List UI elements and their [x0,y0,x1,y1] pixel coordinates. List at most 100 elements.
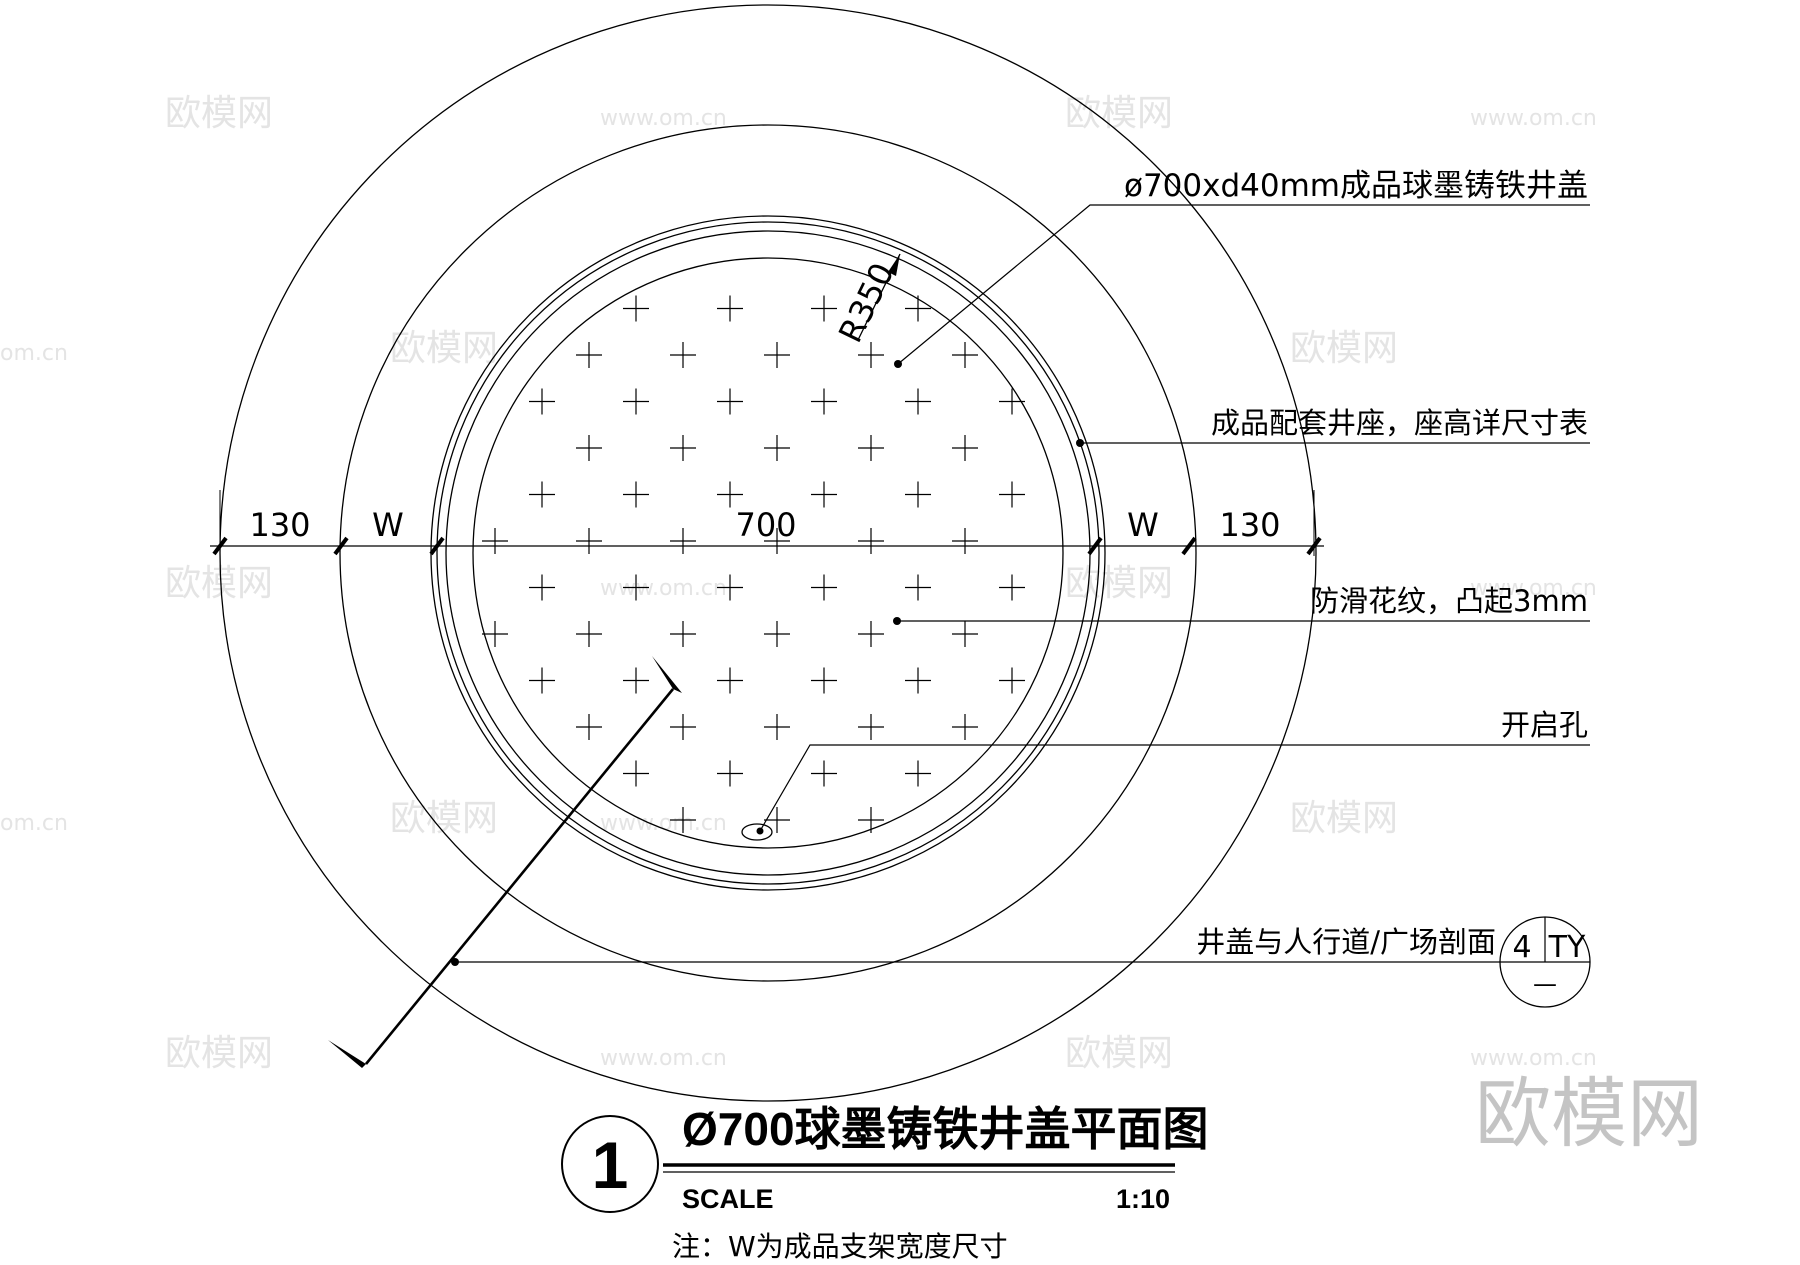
pattern-cross [999,388,1025,415]
pattern-cross [717,574,743,601]
watermark-text: 欧模网 [1065,563,1173,604]
pattern-cross [858,528,884,554]
pattern-cross [858,621,884,647]
dimension-tick [1306,536,1322,556]
watermark-text: 欧模网 [1290,328,1398,369]
callout-pattern: 防滑花纹，凸起3mm [1310,584,1588,618]
pattern-cross [905,667,931,694]
callout-seat: 成品配套井座，座高详尺寸表 [1211,406,1588,440]
brand-watermark-large: 欧模网 [1475,1069,1703,1158]
pattern-cross [858,342,884,368]
pattern-cross [858,435,884,461]
pattern-cross [623,574,649,601]
pattern-cross [999,574,1025,601]
pattern-cross [623,388,649,415]
pattern-cross [905,295,931,322]
pattern-cross [905,760,931,787]
dimension-tick [333,536,349,556]
section-sheet: TY [1548,930,1586,965]
pattern-cross [764,807,790,833]
watermark-text: www.om.cn [600,1046,727,1071]
dimension-line: 130 W 700 W 130 [210,490,1324,556]
pattern-cross [764,621,790,647]
pattern-cross [858,714,884,740]
pattern-cross [764,528,790,554]
callout-cover: ø700xd40mm成品球墨铸铁井盖 [1124,168,1588,204]
pattern-cross [811,574,837,601]
watermark-text: 欧模网 [165,93,273,134]
pattern-cross [623,760,649,787]
pattern-cross [576,621,602,647]
pattern-cross [764,714,790,740]
dim-right-w: W [1127,506,1159,544]
seat-inner-circle [436,221,1100,885]
dim-center: 700 [735,506,796,544]
opening-hole-icon [741,823,773,841]
watermark-text: 欧模网 [1290,798,1398,839]
title-number-circle [561,1115,659,1213]
dimension-ticks [212,536,1322,556]
pattern-cross [999,481,1025,508]
pattern-cross [952,342,978,368]
watermark-text: www.om.cn [600,576,727,601]
watermark-text: www.om.cn [1470,1046,1597,1071]
section-number: 4 [1512,930,1531,965]
dim-left-w: W [372,506,404,544]
pattern-cross [952,714,978,740]
section-reference-symbol: 4 TY — [1499,916,1591,1008]
pattern-cross [482,528,508,554]
dim-right-outer: 130 [1219,506,1280,544]
anti-slip-pattern [482,295,1025,833]
watermark-text: 欧模网 [1065,93,1173,134]
pattern-cross [623,295,649,322]
pattern-cross [717,295,743,322]
pattern-cross [952,435,978,461]
pattern-cross [670,342,696,368]
watermark-text: om.cn [0,811,68,836]
pattern-cross [905,388,931,415]
section-cut-line [328,656,682,1068]
pattern-cross [482,621,508,647]
watermark-text: 欧模网 [165,563,273,604]
watermark-text: www.om.cn [600,811,727,836]
watermark-text: www.om.cn [1470,106,1597,131]
pattern-cross [670,714,696,740]
scale-label: SCALE [682,1184,774,1214]
dimension-tick [1181,536,1197,556]
pattern-cross [811,295,837,322]
pattern-cross [717,481,743,508]
radius-label: R350 [831,257,902,349]
pattern-cross [529,574,555,601]
pattern-cross [811,481,837,508]
pattern-cross [576,435,602,461]
dimension-tick [212,536,228,556]
pattern-cross [858,807,884,833]
pattern-cross [529,667,555,694]
support-outer-circle [339,124,1197,982]
scale-value: 1:10 [1116,1184,1170,1214]
pattern-cross [952,621,978,647]
pattern-cross [717,388,743,415]
pattern-cross [529,388,555,415]
dimension-tick [1087,536,1103,556]
pattern-cross [905,574,931,601]
watermark-text: 欧模网 [1065,1033,1173,1074]
section-dash: — [1533,970,1557,998]
pattern-cross [717,667,743,694]
pattern-cross [576,342,602,368]
pattern-cross [529,481,555,508]
callout-hole: 开启孔 [1501,708,1588,742]
watermark-text: 欧模网 [165,1033,273,1074]
pattern-cross [670,435,696,461]
watermark-text: www.om.cn [600,106,727,131]
pattern-cross [576,714,602,740]
pattern-cross [670,528,696,554]
pattern-cross [576,528,602,554]
title-number: 1 [592,1128,629,1202]
pattern-cross [623,481,649,508]
leader-lines [451,204,1590,966]
pattern-cross [717,760,743,787]
watermark-text: www.om.cn [1470,576,1597,601]
callout-section: 井盖与人行道/广场剖面 [1196,925,1496,959]
